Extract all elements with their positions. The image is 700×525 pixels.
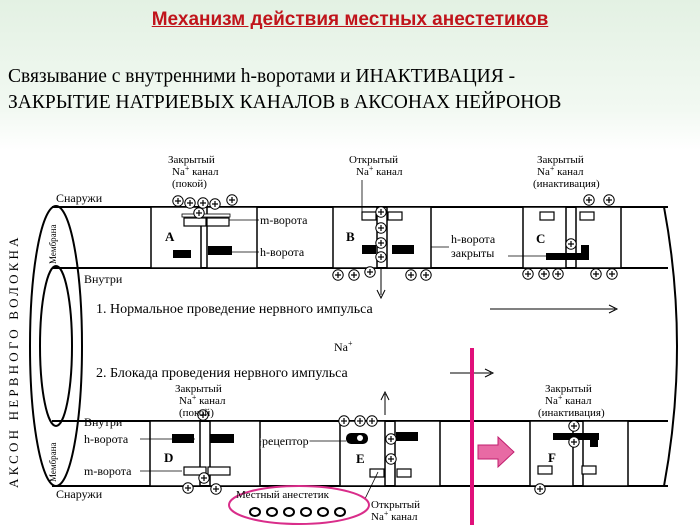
- outside-label-top: Снаружи: [56, 191, 103, 205]
- svg-text:Na+ канал: Na+ канал: [537, 164, 584, 178]
- na-ion-label: Na+: [334, 339, 353, 354]
- m-gate-label-bottom: m-ворота: [84, 464, 132, 478]
- svg-text:Открытый: Открытый: [349, 154, 398, 166]
- page-title: Механизм действия местных анестетиков: [151, 9, 549, 30]
- axon-diagram: АКСОН НЕРВНОГО ВОЛОКНА Мембрана Мембрана…: [6, 154, 678, 525]
- channel-letter-b: B: [346, 229, 355, 244]
- channel-letter-a: A: [165, 229, 175, 244]
- channel-c: C: [522, 206, 622, 269]
- label-closed-rest-top: Закрытый Na+ канал (покой): [168, 154, 219, 190]
- membrane-label-bottom: Мембрана: [48, 443, 58, 482]
- channel-letter-f: F: [548, 450, 556, 465]
- channel-f: F: [529, 420, 629, 487]
- label-closed-inact-bottom: Закрытый Na+ канал (инактивация): [538, 383, 605, 419]
- subtitle-line-1: Связывание с внутренними h-воротами и ИН…: [8, 66, 516, 87]
- svg-text:Закрытый: Закрытый: [545, 383, 592, 395]
- label-open-top: Открытый Na+ канал: [349, 154, 403, 178]
- svg-text:Закрытый: Закрытый: [175, 383, 222, 395]
- channel-letter-c: C: [536, 231, 545, 246]
- subtitle: Связывание с внутренними h-воротами и ИН…: [8, 64, 698, 116]
- local-anesthetic-label: Местный анестетик: [236, 489, 330, 501]
- svg-text:(инактивация): (инактивация): [538, 407, 605, 419]
- svg-text:(инактивация): (инактивация): [533, 178, 600, 190]
- channel-e: E: [339, 420, 441, 487]
- h-gate-label-bottom: h-ворота: [84, 432, 129, 446]
- label-open-bottom: Открытый Na+ канал: [371, 499, 420, 523]
- subtitle-line-2: ЗАКРЫТИЕ НАТРИЕВЫХ КАНАЛОВ в АКСОНАХ НЕЙ…: [8, 92, 562, 113]
- inside-label-top: Внутри: [84, 272, 123, 286]
- label-closed-rest-bottom: Закрытый Na+ канал (покой): [175, 383, 226, 419]
- channel-letter-e: E: [356, 451, 365, 466]
- axon-label: АКСОН НЕРВНОГО ВОЛОКНА: [6, 234, 21, 488]
- row-1-text: 1. Нормальное проведение нервного импуль…: [96, 302, 374, 317]
- svg-text:Закрытый: Закрытый: [168, 154, 215, 166]
- pink-arrow: [477, 435, 515, 469]
- h-gates-closed-label-1: h-ворота: [451, 232, 496, 246]
- svg-text:Na+ канал: Na+ канал: [172, 164, 219, 178]
- channel-letter-d: D: [164, 450, 173, 465]
- outside-label-bottom: Снаружи: [56, 487, 103, 501]
- svg-text:Закрытый: Закрытый: [537, 154, 584, 166]
- svg-text:Na+ канал: Na+ канал: [356, 164, 403, 178]
- local-anesthetic-group: Местный анестетик: [228, 485, 370, 525]
- channel-a: A: [150, 206, 258, 269]
- block-bar: [470, 348, 474, 525]
- inside-label-bottom: Внутри: [84, 415, 123, 429]
- m-gate-label-top: m-ворота: [260, 213, 308, 227]
- svg-text:(покой): (покой): [179, 407, 214, 419]
- receptor-label: рецептор: [262, 434, 309, 448]
- h-gates-closed-label-2: закрыты: [451, 246, 494, 260]
- svg-text:Открытый: Открытый: [371, 499, 420, 511]
- svg-text:Na+ канал: Na+ канал: [545, 393, 592, 407]
- channel-d: D: [149, 420, 261, 487]
- row-2-text: 2. Блокада проведения нервного импульса: [96, 366, 348, 381]
- label-closed-inact-top: Закрытый Na+ канал (инактивация): [533, 154, 600, 190]
- svg-text:(покой): (покой): [172, 178, 207, 190]
- h-gate-label-top: h-ворота: [260, 245, 305, 259]
- channel-b: B: [332, 206, 432, 269]
- membrane-label-top: Мембрана: [48, 225, 58, 264]
- svg-text:Na+ канал: Na+ канал: [179, 393, 226, 407]
- svg-text:Na+ канал: Na+ канал: [371, 509, 418, 523]
